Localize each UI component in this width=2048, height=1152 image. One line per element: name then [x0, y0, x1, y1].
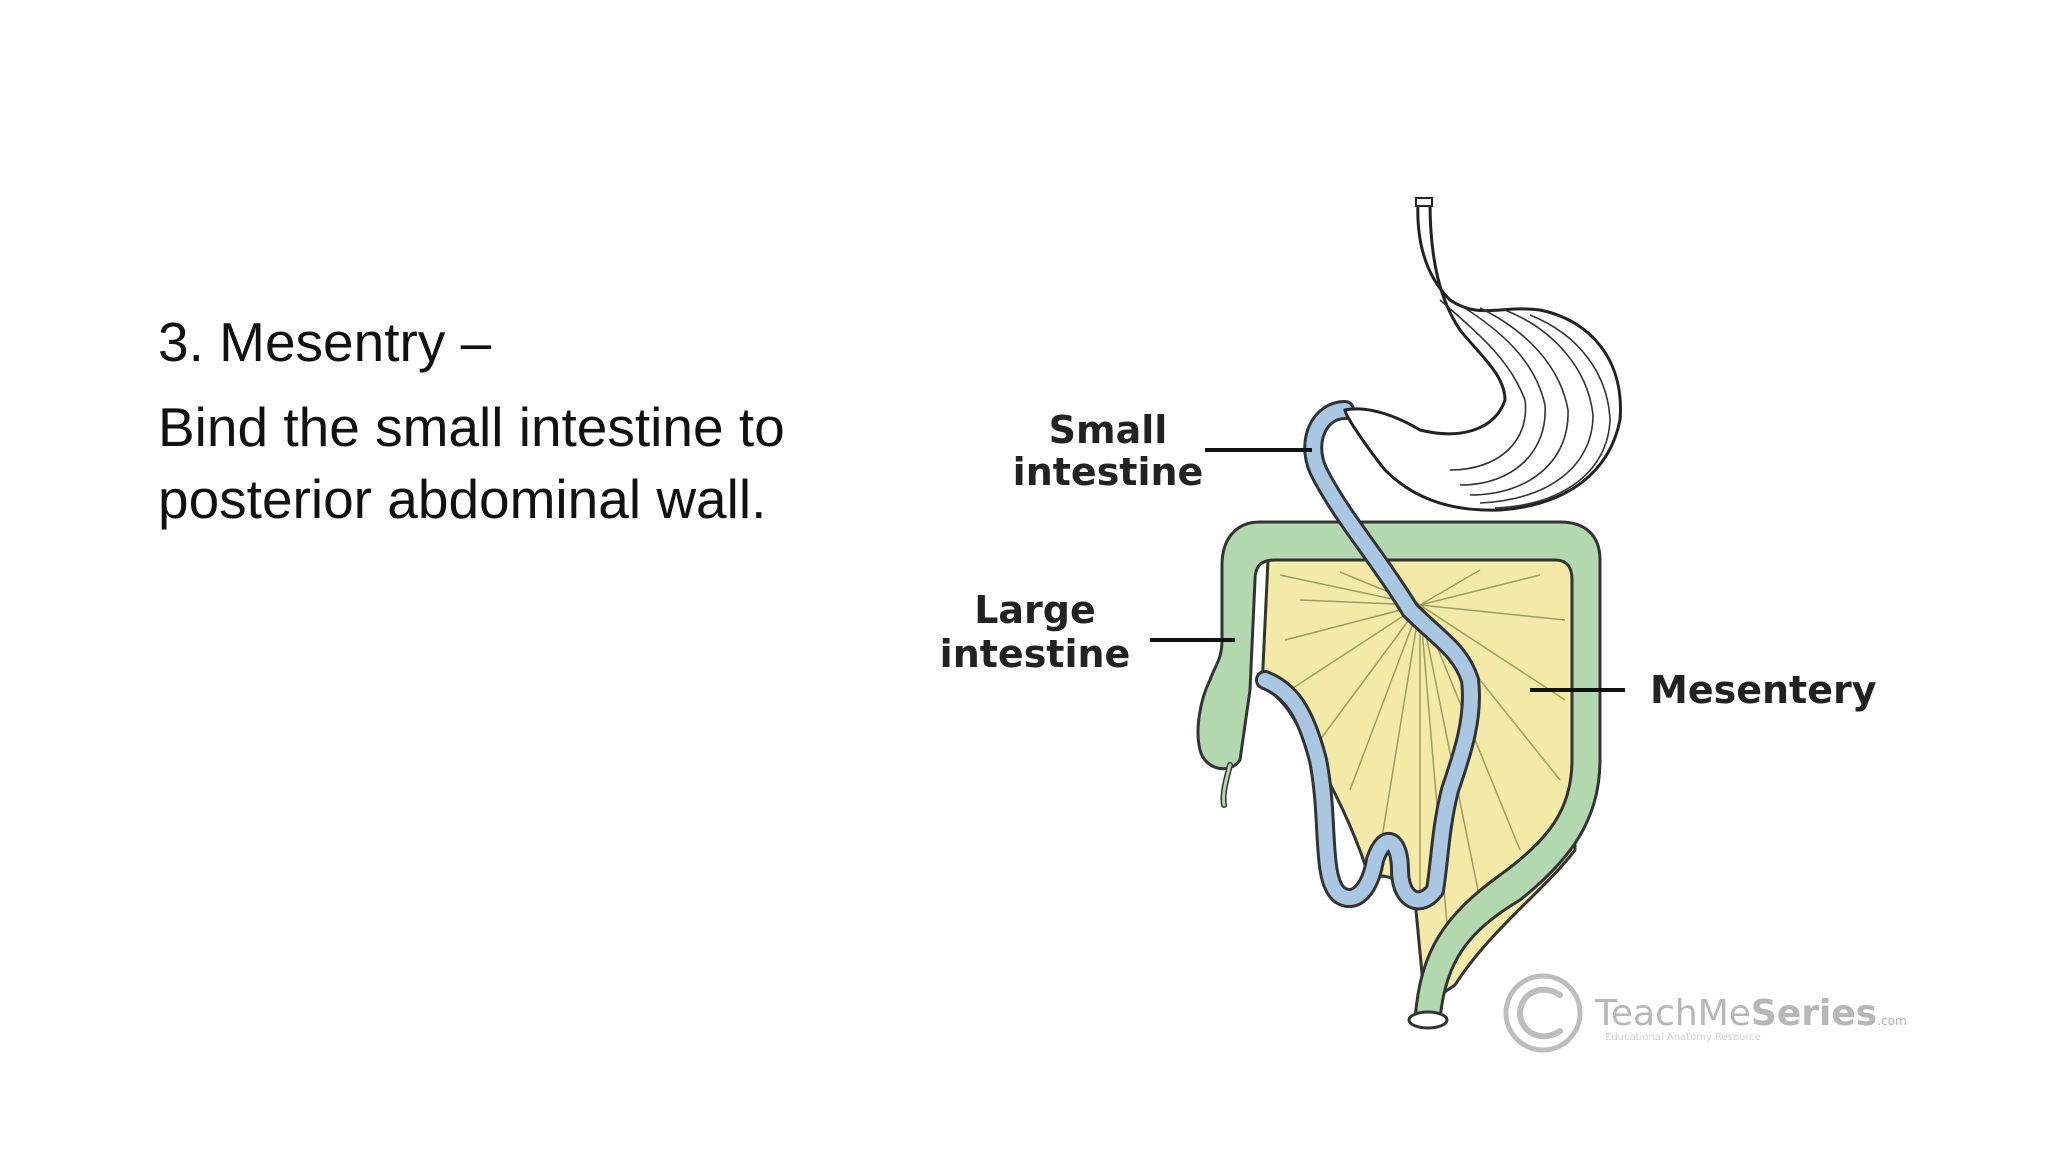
label-mesentery: Mesentery — [1650, 668, 1877, 712]
stomach — [1343, 200, 1622, 512]
stomach-folds — [1439, 299, 1611, 509]
slide-body-text: Bind the small intestine to posterior ab… — [158, 396, 785, 530]
label-small-intestine-2: intestine — [1013, 450, 1204, 494]
rectum-opening — [1407, 1010, 1449, 1030]
copyright-icon — [1503, 973, 1583, 1053]
svg-text:TeachMeSeries.com: TeachMeSeries.com — [1594, 993, 1907, 1034]
esophagus-end — [1415, 197, 1433, 207]
watermark-brand-bold: Series — [1751, 993, 1877, 1034]
watermark-suffix: .com — [1877, 1014, 1906, 1028]
teachmeseries-watermark: TeachMeSeries.com Educational Anatomy Re… — [1503, 973, 1907, 1053]
label-small-intestine-1: Small — [1049, 408, 1168, 452]
slide-text-block: 3. Mesentry – Bind the small intestine t… — [158, 305, 918, 535]
label-large-intestine-2: intestine — [940, 632, 1131, 676]
watermark-brand-light: TeachMe — [1594, 993, 1751, 1034]
watermark-tagline: Educational Anatomy Resource — [1605, 1032, 1761, 1043]
label-large-intestine-1: Large — [974, 588, 1096, 632]
slide-heading: 3. Mesentry – — [158, 311, 492, 373]
large-intestine — [1196, 520, 1602, 1022]
